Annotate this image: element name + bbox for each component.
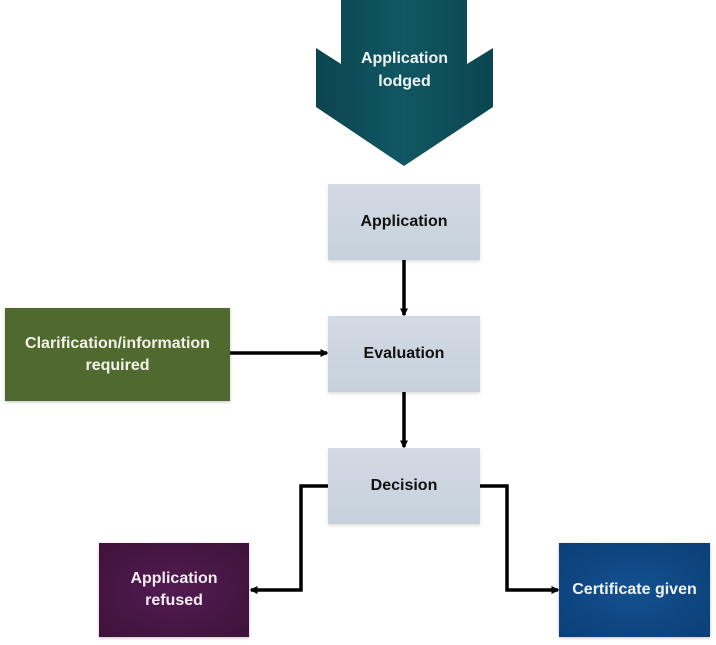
start-arrow-label: Application lodged xyxy=(341,47,468,93)
clarification-label-line1: Clarification/information xyxy=(25,334,210,352)
connector-decision-certificate xyxy=(480,484,560,594)
node-evaluation: Evaluation xyxy=(328,316,480,392)
node-evaluation-label: Evaluation xyxy=(363,345,445,362)
start-label-line2: lodged xyxy=(378,73,431,90)
refused-label-line2: refused xyxy=(145,592,203,609)
node-clarification: Clarification/information required xyxy=(5,308,230,401)
start-arrow-shape xyxy=(316,0,493,166)
node-refused: Application refused xyxy=(99,543,249,637)
clarification-label-line2: required xyxy=(85,356,150,374)
start-label-line1: Application xyxy=(360,50,449,67)
certificate-label: Certificate given xyxy=(572,581,697,598)
connector-decision-refused xyxy=(249,484,328,594)
node-certificate: Certificate given xyxy=(559,543,710,637)
node-decision: Decision xyxy=(328,448,480,524)
node-application-label: Application xyxy=(360,213,448,230)
refused-label-line1: Application xyxy=(130,570,218,587)
node-decision-label: Decision xyxy=(370,477,438,494)
node-application: Application xyxy=(328,184,480,260)
